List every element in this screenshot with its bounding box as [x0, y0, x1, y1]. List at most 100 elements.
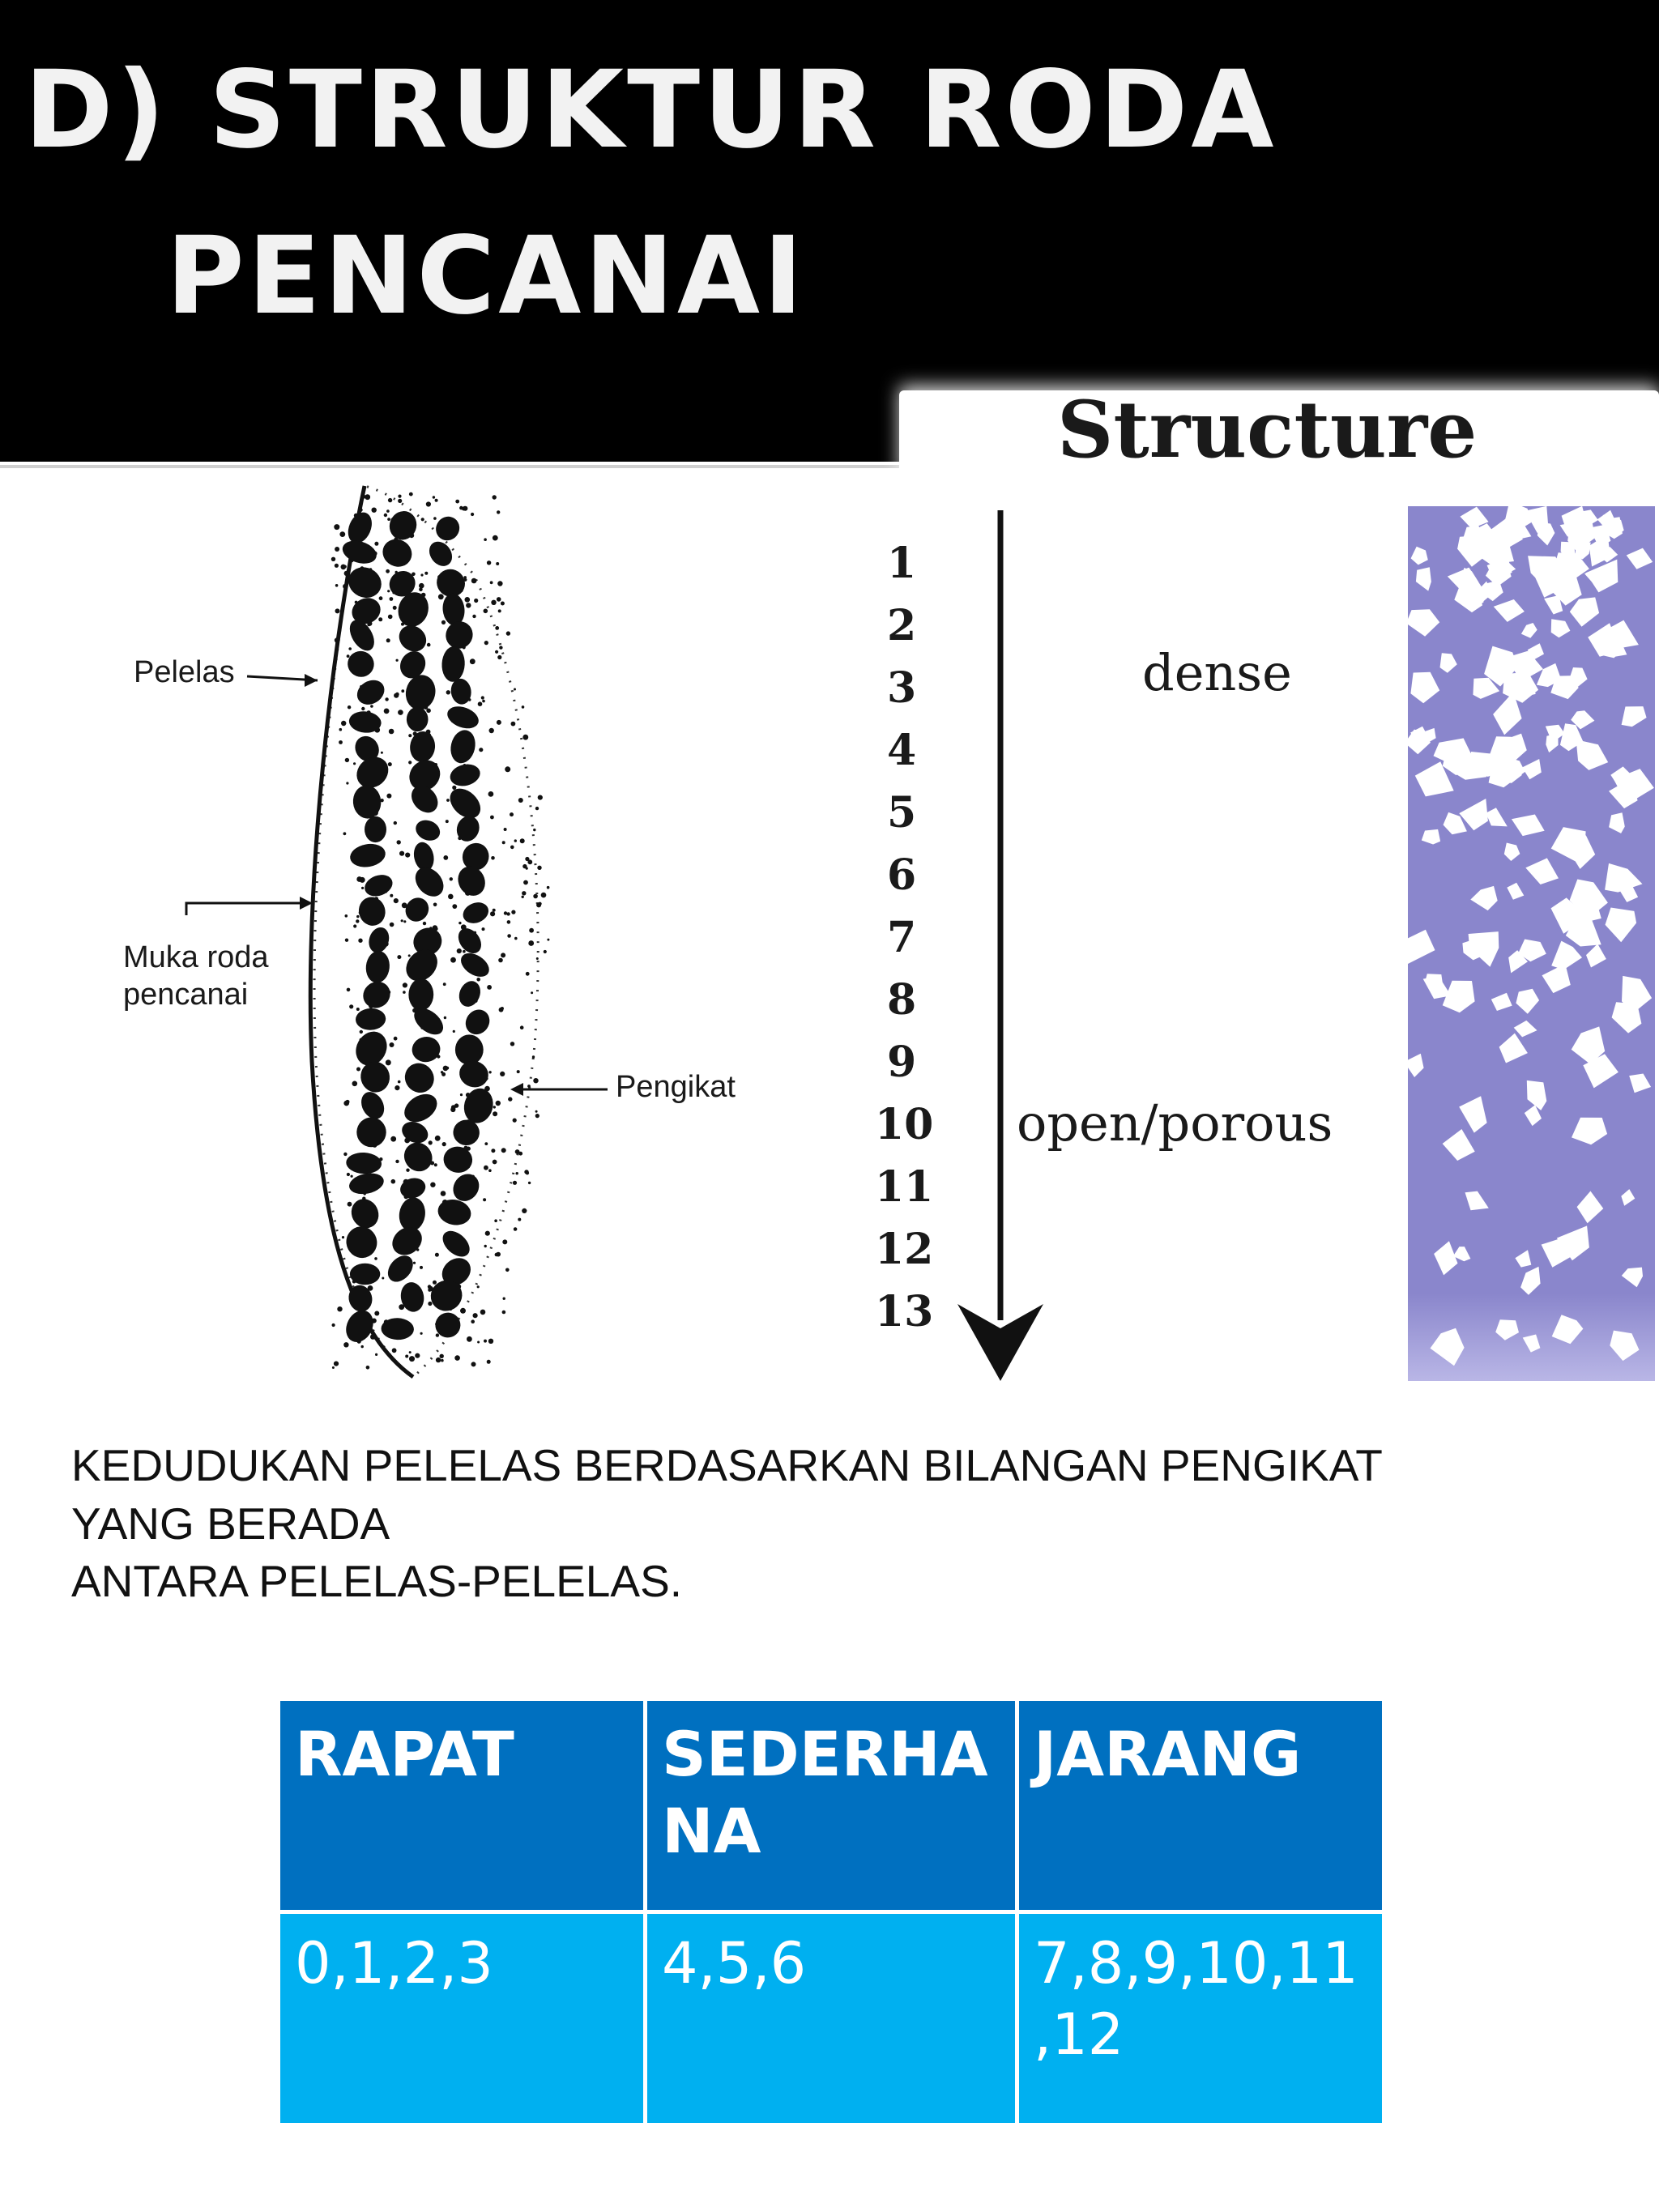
- bond-particle: [487, 985, 492, 990]
- swatch-grain: [1414, 761, 1454, 797]
- label-pelelas: Pelelas: [134, 655, 235, 689]
- bond-particle: [350, 1174, 353, 1178]
- bond-particle: [380, 751, 383, 754]
- bond-particle: [398, 710, 403, 715]
- structure-density-swatch: [1408, 506, 1655, 1381]
- abrasive-grain: [459, 1060, 488, 1088]
- bond-particle: [483, 1198, 487, 1202]
- bond-particle: [434, 1252, 439, 1257]
- slide-title-line-2: PENCANAI: [166, 214, 807, 339]
- swatch-grain: [1506, 650, 1543, 682]
- bond-particle: [434, 1135, 441, 1141]
- abrasive-grain: [446, 621, 473, 649]
- bond-particle: [399, 850, 405, 856]
- bond-particle: [528, 940, 535, 946]
- bond-particle: [374, 1311, 380, 1316]
- bond-particle: [443, 1016, 447, 1020]
- bond-particle: [396, 840, 401, 845]
- bond-particle: [397, 1080, 401, 1084]
- bond-particle: [348, 647, 352, 650]
- bond-particle: [525, 1171, 530, 1175]
- swatch-grain: [1408, 1053, 1424, 1077]
- bond-particle: [507, 934, 511, 938]
- swatch-grain: [1589, 534, 1610, 567]
- scale-number: 4: [887, 726, 917, 775]
- bond-particle: [402, 982, 407, 988]
- bond-particle: [490, 815, 494, 820]
- bond-particle: [512, 1118, 517, 1123]
- bond-particle: [448, 893, 454, 900]
- bond-particle: [502, 1297, 505, 1300]
- swatch-grain: [1621, 1267, 1643, 1288]
- header-sederhana: SEDERHA NA: [643, 1697, 1019, 1914]
- bond-particle: [474, 598, 479, 603]
- scale-number: 11: [875, 1162, 934, 1212]
- swatch-grain: [1486, 808, 1508, 827]
- scale-number: 3: [887, 663, 917, 713]
- bond-particle: [501, 1310, 506, 1315]
- bond-particle: [459, 1093, 463, 1097]
- bond-particle: [496, 597, 501, 602]
- swatch-grain: [1459, 799, 1488, 831]
- abrasive-grain: [405, 897, 429, 922]
- bond-particle: [408, 761, 412, 765]
- abrasive-grain: [356, 757, 389, 788]
- structure-grade-table: RAPAT SEDERHA NA JARANG 0,1,2,3 4,5,6 7,…: [276, 1697, 1386, 2127]
- bond-particle: [386, 509, 390, 513]
- bond-particle: [337, 1306, 343, 1312]
- swatch-grain: [1610, 1330, 1640, 1362]
- bond-particle: [412, 1261, 416, 1264]
- abrasive-grain: [450, 788, 481, 819]
- swatch-grain: [1551, 940, 1582, 970]
- bond-particle: [334, 524, 340, 531]
- bond-particle: [505, 631, 511, 636]
- bond-particle: [378, 596, 383, 601]
- swatch-grain: [1622, 975, 1653, 1013]
- caption-line-3: ANTARA PELELAS-PELELAS.: [71, 1556, 683, 1606]
- bond-particle: [343, 832, 347, 836]
- bond-particle: [482, 699, 485, 703]
- bond-particle: [428, 1301, 433, 1306]
- bond-particle: [440, 1191, 446, 1196]
- bond-particle: [471, 578, 477, 584]
- bond-particle: [527, 1085, 531, 1088]
- bond-particle: [341, 1236, 345, 1239]
- bond-particle: [514, 1149, 520, 1154]
- label-muka-roda-line-2: pencanai: [123, 978, 249, 1012]
- swatch-grain: [1415, 567, 1431, 591]
- swatch-grain: [1567, 667, 1588, 687]
- bond-particle: [472, 614, 476, 619]
- abrasive-grain: [342, 540, 377, 564]
- bond-particle: [434, 498, 438, 502]
- abrasive-grain: [399, 1197, 425, 1232]
- abrasive-grain: [411, 785, 438, 813]
- density-arrow-head: [957, 1304, 1043, 1381]
- bond-particle: [491, 856, 495, 860]
- bond-particle: [390, 1136, 397, 1142]
- bond-particle: [531, 991, 534, 995]
- swatch-grain: [1568, 510, 1592, 531]
- bond-particle: [424, 571, 429, 575]
- abrasive-grain: [361, 1092, 385, 1119]
- bond-particle: [538, 901, 542, 906]
- bond-particle: [358, 938, 363, 943]
- scale-number: 7: [887, 913, 917, 962]
- bond-particle: [506, 920, 511, 924]
- bond-particle: [392, 605, 397, 610]
- swatch-grain: [1507, 882, 1525, 900]
- swatch-grain: [1586, 944, 1606, 968]
- swatch-grain: [1544, 595, 1563, 615]
- abrasive-grain: [356, 1117, 386, 1148]
- bond-particle: [522, 734, 529, 740]
- bond-particle: [428, 1140, 433, 1145]
- bond-particle: [514, 839, 517, 842]
- bond-particle: [405, 852, 411, 858]
- abrasive-grain: [458, 981, 480, 1007]
- bond-particle: [394, 1085, 400, 1091]
- swatch-grain: [1503, 672, 1539, 703]
- swatch-grain: [1442, 980, 1475, 1013]
- bond-particle: [489, 581, 493, 585]
- bond-particle: [361, 706, 365, 711]
- bond-particle: [492, 908, 496, 912]
- abrasive-grain: [442, 1230, 470, 1257]
